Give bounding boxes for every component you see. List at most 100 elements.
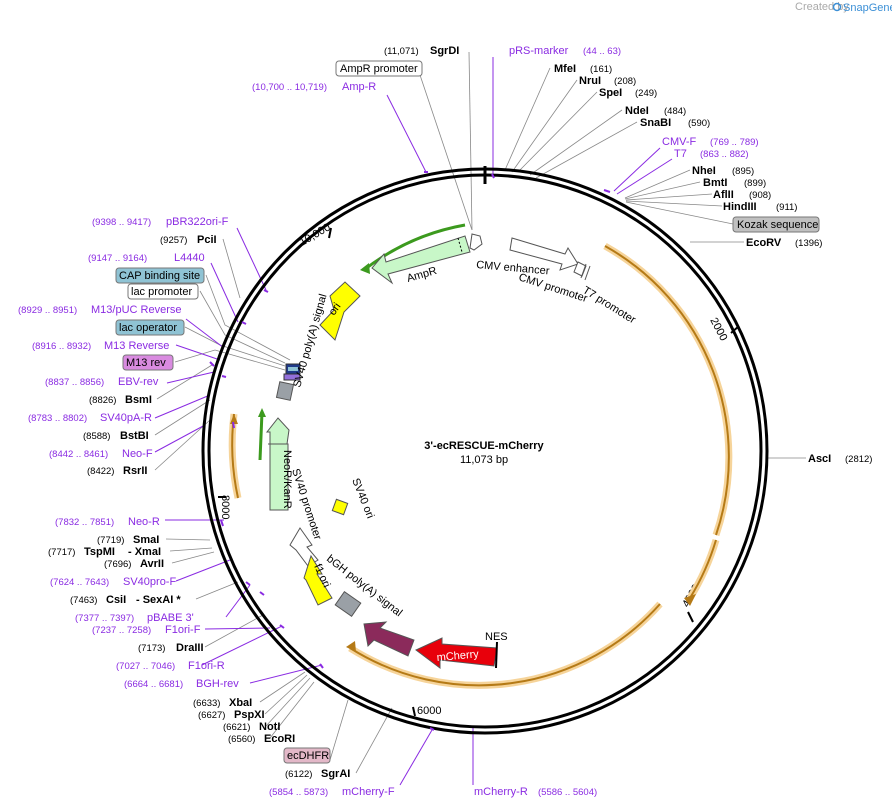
svg-text:mCherry-F: mCherry-F — [342, 786, 395, 798]
enzyme-nrui[interactable]: NruI (208) — [579, 75, 636, 87]
feature-nes[interactable] — [495, 641, 498, 669]
enzyme-mfei[interactable]: MfeI (161) — [554, 63, 612, 75]
primer-pbr322ori-f[interactable]: (9398 .. 9417) pBR322ori-F — [92, 216, 229, 228]
feature-ampr[interactable] — [371, 235, 471, 285]
primer-t7[interactable]: T7 (863 .. 882) — [674, 148, 749, 160]
enzyme-draiii[interactable]: (7173) DraIII — [138, 642, 204, 654]
svg-text:NruI: NruI — [579, 75, 601, 87]
box-lac-operator[interactable]: lac operator — [115, 319, 185, 336]
svg-text:SgrAI: SgrAI — [321, 768, 350, 780]
enzyme-hindiii[interactable]: HindIII (911) — [723, 201, 797, 213]
svg-text:(6633): (6633) — [193, 698, 220, 709]
feature-label-t7-promoter: T7 promoter — [580, 284, 637, 326]
primer-m13-reverse[interactable]: (8916 .. 8932) M13 Reverse — [32, 340, 169, 352]
enzyme-sgrai[interactable]: (6122) SgrAI — [285, 768, 350, 780]
svg-text:(11,071): (11,071) — [384, 46, 419, 57]
svg-text:(8442 .. 8461): (8442 .. 8461) — [49, 449, 108, 460]
svg-text:(769 .. 789): (769 .. 789) — [710, 137, 759, 148]
enzyme-bstbi[interactable]: (8588) BstBI — [83, 430, 149, 442]
svg-text:M13 Reverse: M13 Reverse — [104, 340, 169, 352]
feature-mcherry[interactable] — [415, 637, 498, 669]
enzyme-bsmi[interactable]: (8826) BsmI — [89, 394, 152, 406]
svg-text:(911): (911) — [776, 202, 797, 213]
enzyme-tspmi[interactable]: (7717) TspMI - XmaI — [48, 546, 161, 558]
svg-text:ecDHFR: ecDHFR — [287, 750, 329, 762]
feature-lac-stack[interactable] — [283, 363, 301, 381]
svg-text:HindIII: HindIII — [723, 201, 757, 213]
feature-t7-promoter[interactable] — [580, 263, 591, 281]
enzyme-pspxi[interactable]: (6627) PspXI — [198, 709, 265, 721]
enzyme-rsrii[interactable]: (8422) RsrII — [87, 465, 147, 477]
primer-neo-f[interactable]: (8442 .. 8461) Neo-F — [49, 448, 153, 460]
primer-mcherry-r[interactable]: mCherry-R (5586 .. 5604) — [474, 786, 597, 798]
feature-bgh-polya[interactable] — [334, 591, 362, 617]
enzyme-ecori[interactable]: (6560) EcoRI — [228, 733, 295, 745]
svg-text:(899): (899) — [744, 178, 766, 189]
enzyme-nhei[interactable]: NheI (895) — [692, 165, 754, 177]
box-ampr-promoter[interactable]: AmpR promoter — [335, 60, 423, 77]
enzyme-bmti[interactable]: BmtI (899) — [703, 177, 766, 189]
svg-text:(7377 .. 7397): (7377 .. 7397) — [75, 613, 134, 624]
feature-neor[interactable] — [265, 417, 290, 511]
primer-neo-r[interactable]: (7832 .. 7851) Neo-R — [55, 516, 160, 528]
primer-pbabe-3[interactable]: (7377 .. 7397) pBABE 3' — [75, 612, 194, 624]
feature-ecdhfr[interactable] — [363, 621, 415, 657]
enzyme-xbai[interactable]: (6633) XbaI — [193, 697, 252, 709]
box-ecdhfr[interactable]: ecDHFR — [283, 747, 331, 764]
svg-text:NotI: NotI — [259, 721, 280, 733]
primer-cmv-f[interactable]: CMV-F (769 .. 789) — [662, 136, 759, 148]
enzyme-noti[interactable]: (6621) NotI — [223, 721, 280, 733]
enzyme-pcii[interactable]: (9257) PciI — [160, 234, 217, 246]
primer-f1ori-f[interactable]: (7237 .. 7258) F1ori-F — [92, 624, 201, 636]
enzyme-csii[interactable]: (7463) CsiI - SexAI * — [70, 594, 181, 606]
svg-text:- SexAI *: - SexAI * — [136, 594, 181, 606]
feature-sv40-ori[interactable] — [331, 498, 349, 516]
svg-text:(7696): (7696) — [104, 559, 131, 570]
enzyme-avrii[interactable]: (7696) AvrII — [104, 558, 164, 570]
feature-ampr-promoter[interactable] — [469, 233, 483, 251]
svg-text:(7717): (7717) — [48, 547, 75, 558]
svg-text:SnaBI: SnaBI — [640, 117, 671, 129]
feature-label-bgh-polya: bGH poly(A) signal — [324, 553, 404, 619]
svg-text:(8588): (8588) — [83, 431, 110, 442]
primer-sv40pa-r[interactable]: (8783 .. 8802) SV40pA-R — [28, 412, 152, 424]
primer-l4440[interactable]: (9147 .. 9164) L4440 — [88, 252, 205, 264]
enzyme-sgrdi[interactable]: (11,071) SgrDI — [384, 45, 459, 57]
svg-text:(8422): (8422) — [87, 466, 114, 477]
box-cap-binding-site[interactable]: CAP binding site — [115, 267, 205, 284]
svg-text:(7624 .. 7643): (7624 .. 7643) — [50, 577, 109, 588]
primer-bgh-rev[interactable]: (6664 .. 6681) BGH-rev — [124, 678, 239, 690]
enzyme-spei[interactable]: SpeI (249) — [599, 87, 657, 99]
box-lac-promoter[interactable]: lac promoter — [127, 283, 199, 300]
primer-prs[interactable]: pRS-marker (44 .. 63) — [509, 45, 621, 57]
feature-cmv-enhancer[interactable] — [509, 237, 579, 271]
feature-sv40-polya[interactable] — [275, 381, 295, 401]
primer-mcherry-f[interactable]: (5854 .. 5873) mCherry-F — [269, 786, 395, 798]
enzyme-smai[interactable]: (7719) SmaI — [97, 534, 159, 546]
primer-sv40pro-f[interactable]: (7624 .. 7643) SV40pro-F — [50, 576, 176, 588]
feature-f1-ori[interactable] — [303, 554, 333, 606]
feature-label-sv40-polya: SV40 poly(A) signal — [291, 293, 329, 389]
box-m13-rev[interactable]: M13 rev — [122, 354, 174, 371]
svg-text:(1396): (1396) — [795, 238, 822, 249]
enzyme-aflii[interactable]: AflII (908) — [713, 189, 771, 201]
feature-ori[interactable] — [319, 281, 361, 341]
enzyme-asci[interactable]: AscI (2812) — [808, 453, 872, 465]
primer-ebv-rev[interactable]: (8837 .. 8856) EBV-rev — [45, 376, 159, 388]
primer-m13-puc-reverse[interactable]: (8929 .. 8951) M13/pUC Reverse — [18, 304, 181, 316]
svg-text:EBV-rev: EBV-rev — [118, 376, 159, 388]
svg-text:AscI: AscI — [808, 453, 831, 465]
primer-f1ori-r[interactable]: (7027 .. 7046) F1ori-R — [116, 660, 225, 672]
svg-text:AflII: AflII — [713, 189, 734, 201]
primer-amp-r[interactable]: (10,700 .. 10,719) Amp-R — [252, 81, 376, 93]
neor-orf-arc — [258, 411, 264, 461]
svg-text:(895): (895) — [732, 166, 754, 177]
enzyme-ecorv[interactable]: EcoRV (1396) — [746, 237, 822, 249]
enzyme-snabi[interactable]: SnaBI (590) — [640, 117, 710, 129]
enzyme-ndei[interactable]: NdeI (484) — [625, 105, 686, 117]
svg-text:PspXI: PspXI — [234, 709, 265, 721]
box-kozak[interactable]: Kozak sequence — [732, 216, 820, 233]
svg-text:(7719): (7719) — [97, 535, 124, 546]
ampr-orf-arrowhead — [360, 263, 370, 274]
